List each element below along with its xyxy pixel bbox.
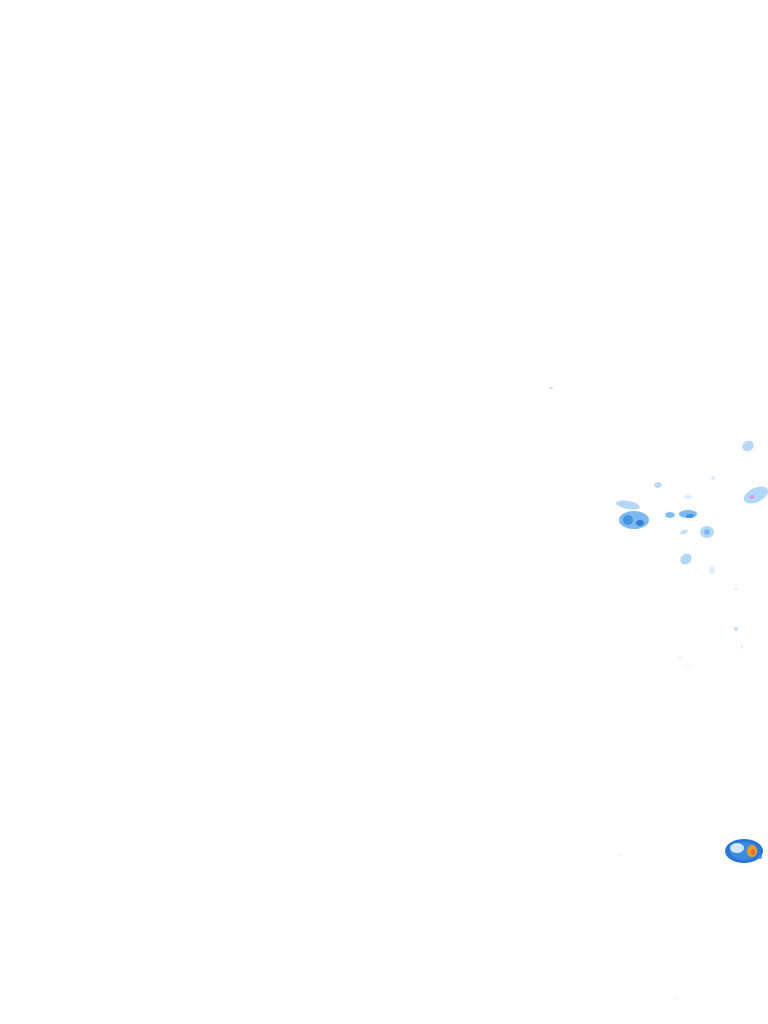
echo-light [654,482,662,488]
echo-very-light [709,566,715,574]
precipitation-echoes [549,387,768,999]
echo-hail [750,495,754,499]
echo-light [680,529,688,535]
echo-heavy [758,855,762,859]
echo-very-light [678,657,682,659]
echo-light [743,486,768,504]
echo-very-light [684,495,692,499]
echo-moderate [665,512,675,518]
echo-very-heavy [636,520,644,526]
echo-light [616,500,640,510]
echo-very-light [711,476,715,480]
echo-light [549,387,553,389]
echo-moderate [704,529,710,535]
echo-light [734,627,738,631]
echo-very-light [687,665,689,667]
echo-very-light [730,843,744,853]
echo-heavy [623,515,633,525]
echo-heavy [686,514,694,518]
echo-very-light [620,854,622,856]
echo-very-light [741,645,743,649]
echo-light [735,588,737,590]
echo-very-light [675,997,677,999]
echo-extreme [751,849,755,855]
echo-light [680,553,692,565]
echo-light [742,440,754,452]
